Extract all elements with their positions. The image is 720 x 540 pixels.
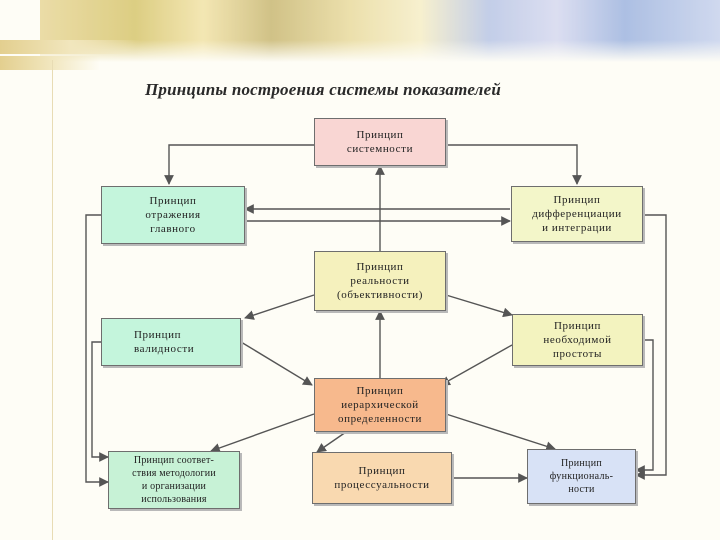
- decorative-strip-bottom: [0, 56, 100, 70]
- node-processuality: Принцип процессуальности: [312, 452, 452, 504]
- edge-hierarchy-functionality: [445, 413, 556, 451]
- edge-validity-hierarchy: [240, 341, 313, 386]
- node-systemness: Принцип системности: [314, 118, 446, 166]
- decorative-strip-top: [0, 40, 140, 54]
- node-hierarchy: Принцип иерархической определенности: [314, 378, 446, 432]
- decorative-banner: [40, 0, 720, 62]
- edge-simplicity-hierarchy: [440, 344, 513, 386]
- edge-right-outer-loop: [635, 214, 667, 480]
- edge-simplicity-functionality: [635, 339, 654, 475]
- edge-hierarchy-conformity: [210, 413, 315, 453]
- node-simplicity: Принцип необходимой простоты: [512, 314, 643, 366]
- edge-hierarchy-processuality: [316, 431, 347, 453]
- node-reality: Принцип реальности (объективности): [314, 251, 446, 311]
- edge-validity-conformity: [91, 341, 109, 462]
- diagram-title: Принципы построения системы показателей: [145, 80, 501, 99]
- edge-reality-validity: [244, 294, 315, 320]
- edge-systemness-reflection: [164, 144, 314, 185]
- node-reflection: Принцип отражения главного: [101, 186, 245, 244]
- edge-reality-simplicity: [445, 294, 513, 318]
- node-conformity: Принцип соответ- ствия методологии и орг…: [108, 451, 240, 509]
- node-differentiation: Принцип дифференциации и интеграции: [511, 186, 643, 242]
- edge-systemness-differentiation: [446, 144, 582, 185]
- node-functionality: Принцип функциональ- ности: [527, 449, 636, 504]
- node-validity: Принцип валидности: [101, 318, 241, 366]
- margin-line: [52, 60, 53, 540]
- edge-left-outer-loop: [85, 214, 109, 487]
